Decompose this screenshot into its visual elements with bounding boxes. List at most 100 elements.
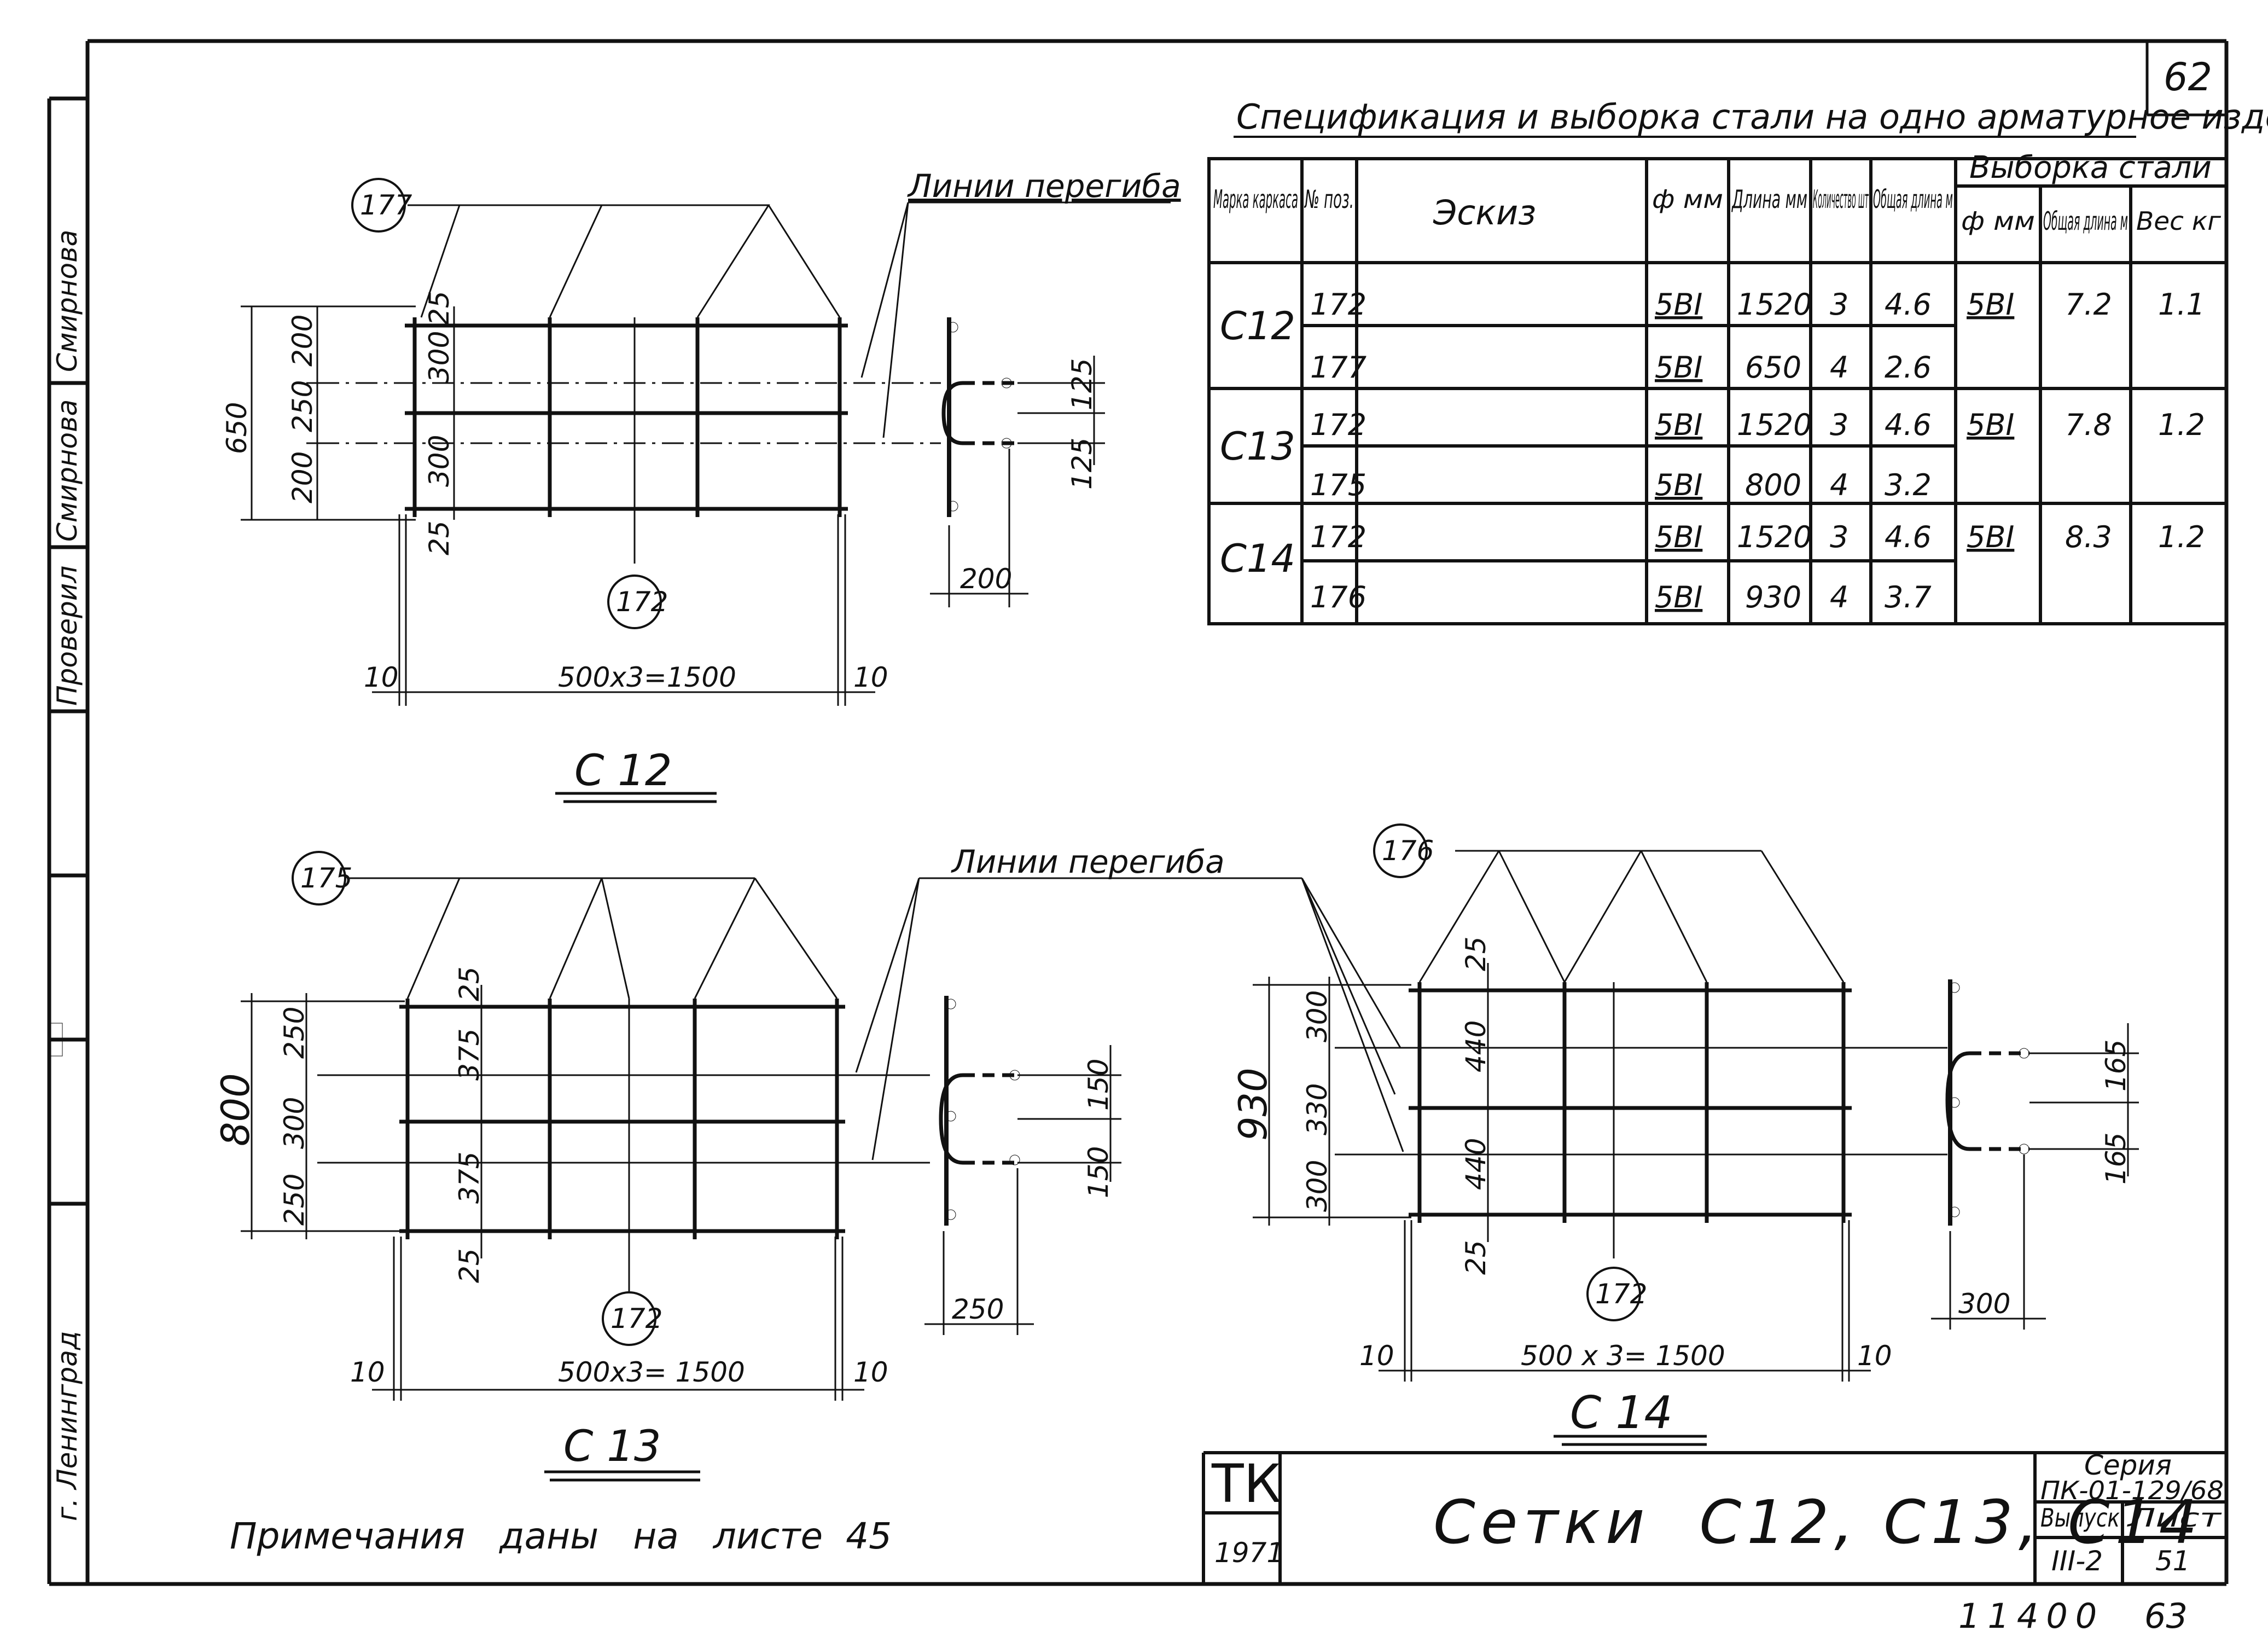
c14-side-1: 165: [2100, 1040, 2132, 1092]
c12-dim-25-top: 25: [423, 291, 455, 326]
c12-r2-total: 2.6: [1885, 350, 1932, 385]
bottom-number-1: 11400: [1958, 1596, 2104, 1636]
c14-r1-diam: 5BI: [1655, 520, 1702, 554]
c12-caption: С 12: [574, 746, 672, 796]
c12-sel-total: 7.2: [2065, 287, 2112, 322]
hdr-sel-diam: ф мм: [1961, 206, 2035, 236]
hdr-diam: ф мм: [1652, 184, 1723, 214]
tb-org: ТК: [1211, 1453, 1281, 1515]
c13-bend-label: Линии перегиба: [951, 843, 1225, 880]
tb-sheet-value: 51: [2155, 1545, 2190, 1577]
c13-r2-total: 3.2: [1885, 468, 1932, 502]
c14-sel-diam: 5BI: [1967, 520, 2014, 554]
tb-sheet-label: Лист: [2126, 1503, 2222, 1533]
c12-dim-total: 650: [221, 402, 253, 454]
margin-name-1: Смирнова: [51, 230, 83, 372]
drawing-c13: 175 172 800 250 300 250 375 375 25 25 50…: [213, 843, 1302, 1482]
c12-pos-bottom: 172: [616, 586, 668, 618]
c13-side-w: 250: [952, 1293, 1004, 1325]
mark-c14: С14: [1220, 536, 1295, 581]
c13-r1-total: 4.6: [1885, 408, 1932, 442]
c12-dim-a: 200: [287, 315, 318, 367]
c12-dim-end-l: 10: [364, 662, 399, 693]
c14-r1-qty: 3: [1830, 520, 1848, 554]
c14-dim-25-top: 25: [1460, 936, 1492, 971]
bottom-number-2: 63: [2144, 1596, 2188, 1636]
margin-city: г. Ленинград: [51, 1331, 83, 1521]
c13-dim-c: 250: [278, 1174, 310, 1226]
c14-dim-total: 930: [1231, 1067, 1276, 1141]
c14-r1-pos: 172: [1310, 520, 1366, 554]
c13-dim-25-bot: 25: [453, 1248, 485, 1283]
c13-caption: С 13: [563, 1422, 661, 1471]
sheet-frame: [47, 39, 2229, 1586]
c13-r2-qty: 4: [1830, 468, 1848, 502]
c14-side-2: 165: [2100, 1133, 2132, 1185]
c12-r1-pos: 172: [1310, 287, 1366, 322]
c14-sel-weight: 1.2: [2158, 520, 2205, 554]
c14-dim-inner-1: 440: [1460, 1020, 1492, 1072]
c14-pos-bottom: 172: [1595, 1278, 1647, 1310]
hdr-qty: Количество шт: [1813, 184, 1869, 214]
hdr-mark: Марка каркаса: [1213, 184, 1298, 214]
hdr-length: Длина мм: [1731, 184, 1807, 214]
mark-c13: С13: [1220, 424, 1295, 469]
hdr-sketch: Эскиз: [1433, 193, 1536, 233]
c13-dim-a: 250: [278, 1007, 310, 1059]
tb-series-label: Серия: [2084, 1449, 2172, 1481]
c14-dim-end-l: 10: [1359, 1340, 1394, 1372]
tb-issue-label: Выпуск: [2040, 1503, 2120, 1533]
c14-r2-pos: 176: [1310, 580, 1366, 614]
c13-r1-qty: 3: [1830, 408, 1848, 442]
c12-dim-span: 500x3=1500: [558, 662, 736, 693]
c13-r1-pos: 172: [1310, 408, 1366, 442]
c14-dim-span: 500 x 3= 1500: [1521, 1340, 1725, 1372]
tb-issue-value: III-2: [2051, 1545, 2103, 1577]
hdr-pos: № поз.: [1304, 184, 1354, 214]
page-number: 62: [2164, 55, 2212, 100]
c14-r2-length: 930: [1745, 580, 1801, 614]
c13-dim-end-l: 10: [350, 1356, 385, 1388]
margin-strip: Смирнова Смирнова Проверил г. Ленинград: [51, 230, 83, 1521]
c12-r2-qty: 4: [1830, 350, 1848, 385]
drawing-c12: 177 172 650 200 250 200 300 300 25 25 50…: [221, 167, 1181, 803]
c14-r1-total: 4.6: [1885, 520, 1932, 554]
c12-dim-end-r: 10: [853, 662, 888, 693]
c12-bend-label: Линии перегиба: [907, 167, 1181, 205]
c12-sel-weight: 1.1: [2158, 287, 2205, 322]
c13-sel-weight: 1.2: [2158, 408, 2205, 442]
c13-dim-total: 800: [213, 1073, 258, 1146]
c12-dim-inner-2: 300: [423, 435, 455, 487]
margin-name-2: Смирнова: [51, 399, 83, 542]
c14-r2-total: 3.7: [1885, 580, 1932, 614]
c12-r2-pos: 177: [1310, 350, 1366, 385]
c13-r2-diam: 5BI: [1655, 468, 1702, 502]
c14-pos-top: 176: [1382, 835, 1434, 867]
c13-sel-total: 7.8: [2065, 408, 2112, 442]
c14-dim-c: 300: [1301, 1160, 1333, 1212]
c14-dim-b: 330: [1301, 1083, 1333, 1135]
tb-year: 1971: [1214, 1537, 1284, 1569]
hdr-sel-total: Общая длина м: [2043, 206, 2128, 236]
hdr-sel-weight: Вес кг: [2136, 206, 2222, 236]
c12-side-2: 125: [1066, 438, 1098, 490]
c12-r1-length: 1520: [1737, 287, 1812, 322]
c14-r2-qty: 4: [1830, 580, 1848, 614]
c14-r1-length: 1520: [1737, 520, 1812, 554]
spec-table-title: Спецификация и выборка стали на одно арм…: [1236, 97, 2268, 137]
c14-dim-a: 300: [1301, 990, 1333, 1042]
c13-dim-b: 300: [278, 1097, 310, 1149]
c12-r1-qty: 3: [1830, 287, 1848, 322]
c12-r1-diam: 5BI: [1655, 287, 1702, 322]
c12-side-1: 125: [1066, 358, 1098, 410]
hdr-selection: Выборка стали: [1969, 150, 2212, 185]
c12-r2-length: 650: [1745, 350, 1801, 385]
mark-c12: С12: [1220, 304, 1295, 349]
tb-series-value: ПК-01-129/68: [2040, 1476, 2224, 1505]
c13-pos-bottom: 172: [610, 1303, 662, 1335]
title-block: ТК 1971 Сетки С12, С13, С14 Серия ПК-01-…: [1202, 1449, 2226, 1584]
c13-r2-pos: 175: [1310, 468, 1366, 502]
spec-table: Спецификация и выборка стали на одно арм…: [1207, 97, 2268, 625]
c12-r2-diam: 5BI: [1655, 350, 1702, 385]
